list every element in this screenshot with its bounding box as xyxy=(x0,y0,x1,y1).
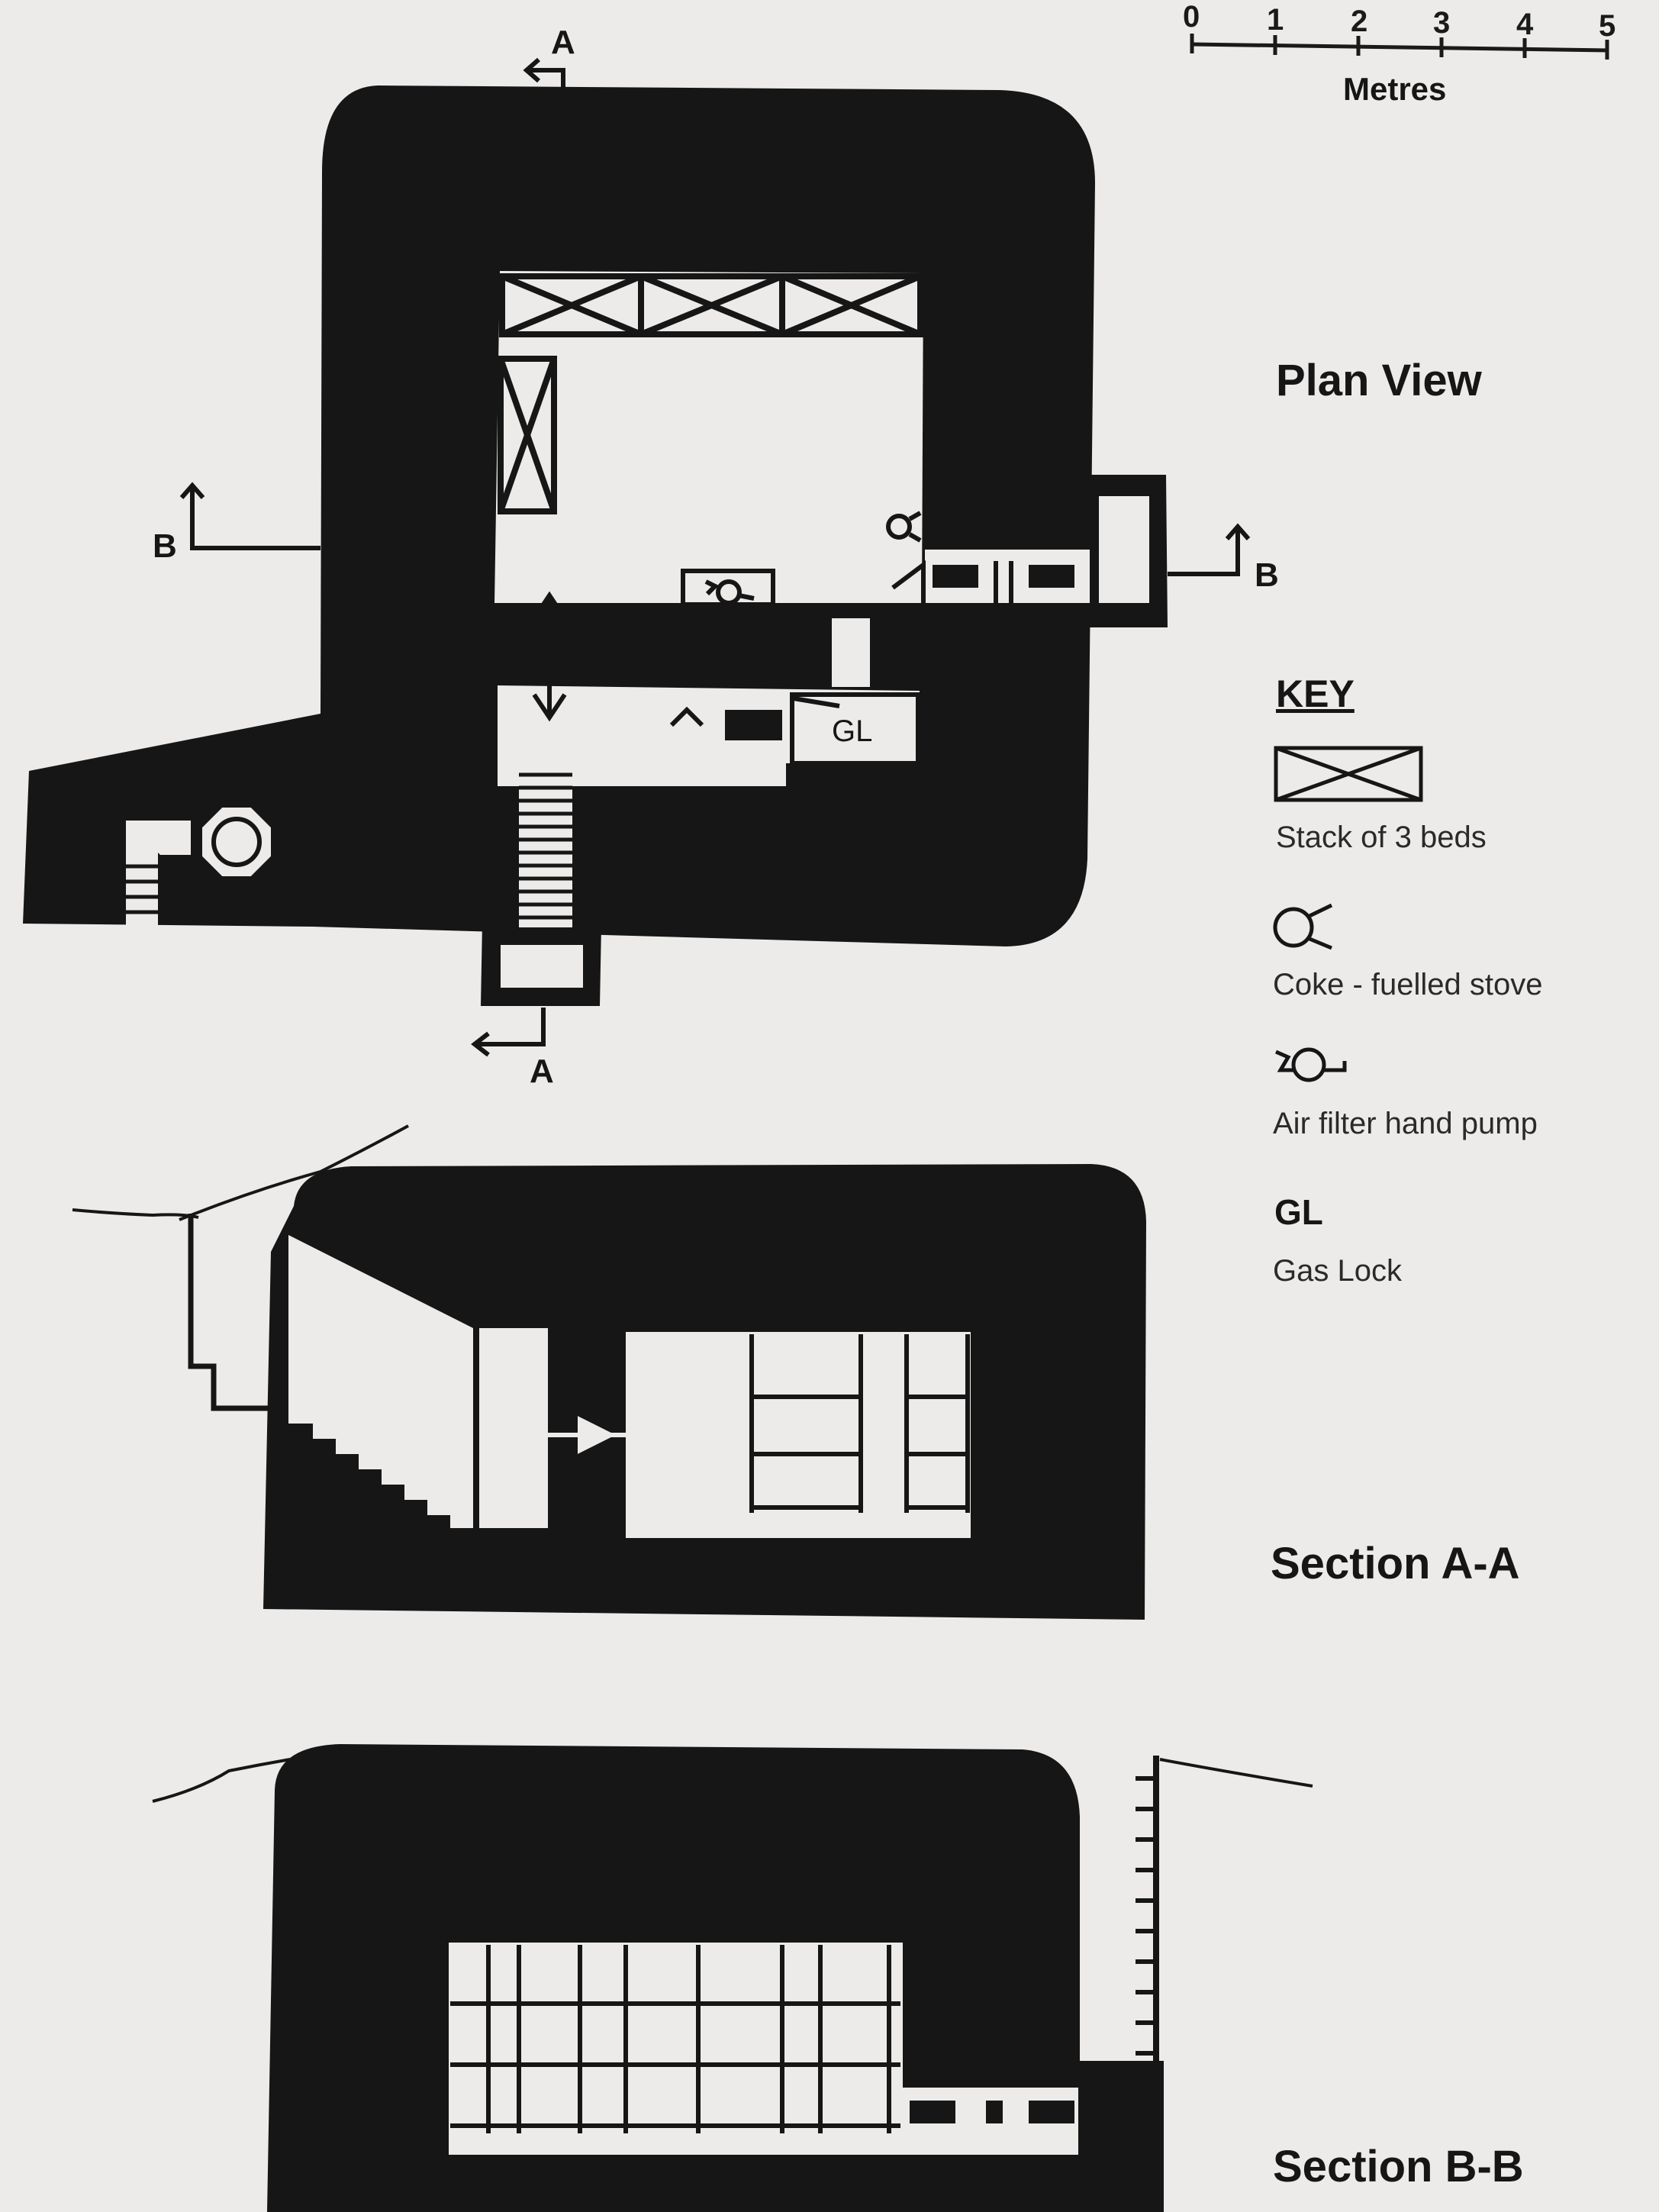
stair-lower xyxy=(288,1370,290,1424)
hatch-ring xyxy=(211,817,262,867)
section-bb-title: Section B-B xyxy=(1273,2142,1524,2191)
section-aa-room xyxy=(626,1332,971,1538)
key-label-gas-lock: Gas Lock xyxy=(1273,1254,1402,1288)
key-heading: KEY xyxy=(1276,672,1355,715)
east-corridor-block xyxy=(1029,565,1074,588)
gas-lock-symbol: GL xyxy=(1274,1192,1323,1232)
key-label-stove: Coke - fuelled stove xyxy=(1273,968,1543,1001)
section-bb-room xyxy=(449,1943,903,2155)
plan-view xyxy=(23,57,1251,1057)
section-markers xyxy=(179,57,1251,1057)
east-corridor xyxy=(925,550,1090,603)
scale-tick-label: 0 xyxy=(1183,0,1200,34)
bunk-frames xyxy=(749,1334,970,1513)
bed-stack-icon xyxy=(498,356,557,514)
escape-ladder xyxy=(126,821,191,927)
section-aa-title: Section A-A xyxy=(1271,1539,1520,1588)
gas-lock-label: GL xyxy=(832,714,873,748)
hand-pump-icon xyxy=(1274,1047,1347,1082)
corridor-blocks xyxy=(910,2101,1074,2123)
scale-tick-label: 5 xyxy=(1599,9,1616,43)
section-marker-b: B xyxy=(153,527,177,565)
escape-hatch-icon xyxy=(198,803,275,881)
bunk-frames xyxy=(450,1945,900,2133)
scale-unit-label: Metres xyxy=(1343,71,1447,107)
stove-icon xyxy=(1273,903,1333,950)
gas-lock-door xyxy=(669,696,840,727)
main-room xyxy=(494,271,923,603)
east-gas-lock-door xyxy=(891,560,1013,603)
section-marker-b: B xyxy=(1255,556,1279,594)
plan-south-entrance-void xyxy=(501,945,583,988)
stair-shaft xyxy=(288,1235,473,1528)
gas-lock-room xyxy=(790,692,920,766)
ground-line xyxy=(152,1758,1313,1803)
plan-east-annex-void xyxy=(1099,496,1149,603)
staircase xyxy=(519,763,572,927)
ladder-rungs xyxy=(1136,1776,1156,2056)
stove-icon xyxy=(886,511,922,543)
section-bb xyxy=(152,1744,1313,2212)
corridor-connector xyxy=(832,618,870,687)
section-marker-a: A xyxy=(551,24,575,61)
corridor-block xyxy=(725,710,782,740)
bed-stack-icon xyxy=(499,273,923,337)
key-label-pump: Air filter hand pump xyxy=(1273,1107,1538,1140)
plan-view-title: Plan View xyxy=(1276,356,1482,405)
door-arrow-icon xyxy=(523,1416,641,1454)
hand-pump-icon xyxy=(681,569,775,607)
east-corridor-block xyxy=(933,565,978,588)
key-icons xyxy=(1273,746,1423,1082)
scale-tick-label: 1 xyxy=(1267,3,1284,37)
section-bb-annex xyxy=(1072,2061,1164,2212)
section-marker-a: A xyxy=(530,1053,554,1090)
entrance-pit xyxy=(188,1214,275,1411)
scale-bar xyxy=(1190,34,1609,60)
stair-treads xyxy=(519,772,572,920)
bed-stack-icon xyxy=(1274,746,1423,802)
scale-tick-label: 2 xyxy=(1351,5,1368,38)
scale-tick-label: 4 xyxy=(1516,8,1534,41)
door-arrow-icon xyxy=(532,591,567,722)
key-label-beds: Stack of 3 beds xyxy=(1276,821,1487,854)
ground-line xyxy=(72,1124,409,1221)
scale-line xyxy=(1191,42,1609,53)
scale-tick-label: 3 xyxy=(1433,6,1451,40)
section-aa xyxy=(72,1124,1146,1620)
